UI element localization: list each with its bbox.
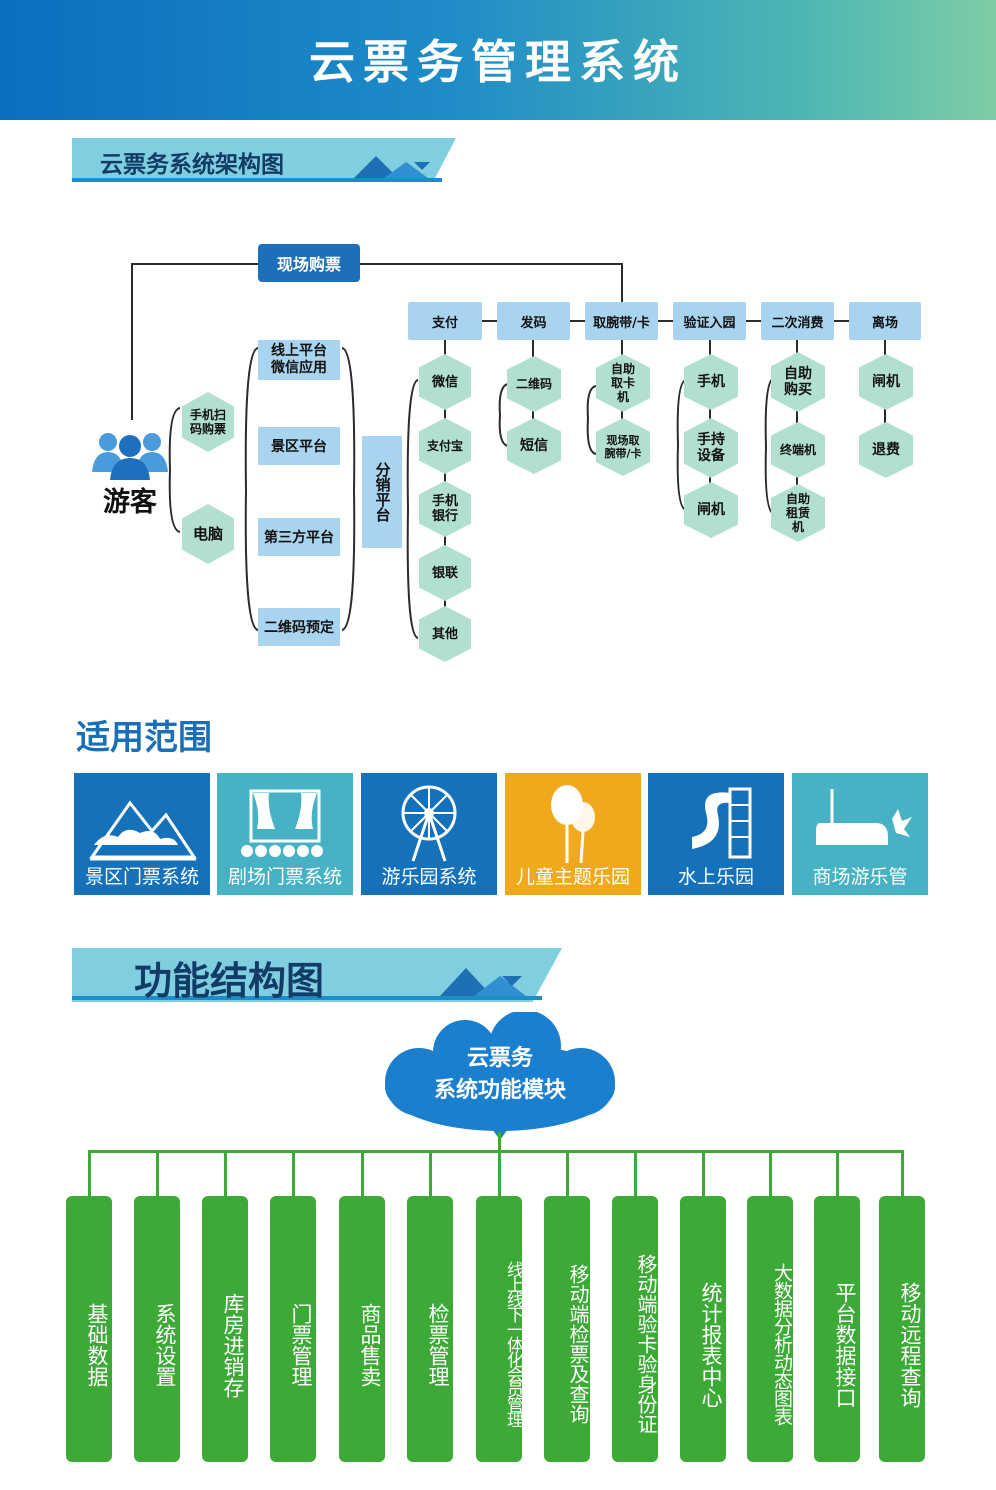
verify-handheld: 手持设备 [684, 418, 738, 478]
module-ticket-management: 门票管理 [270, 1196, 316, 1462]
scope-tile-label: 景区门票系统 [84, 866, 199, 888]
cloud-title-line2: 系统功能模块 [433, 1078, 566, 1103]
platform-qr-reservation: 二维码预定 [258, 608, 340, 646]
code-qr: 二维码 [507, 356, 561, 412]
module-connector [429, 1152, 432, 1198]
module-connector [156, 1152, 159, 1198]
theater-icon [241, 789, 323, 857]
platform-scenic: 景区平台 [258, 427, 340, 465]
scope-tile-label: 水上乐园 [677, 866, 754, 888]
scope-tile-kids: 儿童主题乐园 [505, 773, 641, 895]
visitor-label: 游客 [103, 486, 157, 518]
scope-section-title: 适用范围 [76, 718, 212, 758]
channel-mobile-scan: 手机扫码购票 [182, 392, 234, 452]
module-connector [224, 1152, 227, 1198]
scope-tile-label: 商场游乐管 [812, 866, 908, 888]
module-big-data-charts: 大数据分析动态图表 [747, 1196, 793, 1462]
function-section-title: 功能结构图 [134, 959, 325, 1003]
page-title: 云票务管理系统 [309, 35, 687, 89]
pay-mobile-bank: 手机银行 [419, 481, 471, 537]
pay-alipay: 支付宝 [419, 418, 471, 474]
visitor-group-icon [92, 433, 168, 480]
water-slide-icon [692, 787, 752, 859]
pay-unionpay: 银联 [419, 545, 471, 601]
bumper-car-icon [816, 789, 912, 845]
spend-rental-machine: 自助租赁机 [771, 484, 825, 542]
function-section-banner: 功能结构图 [72, 948, 562, 1003]
cloud-title-line1: 云票务 [466, 1046, 533, 1071]
module-merchandise-sales: 商品售卖 [339, 1196, 385, 1462]
module-connector [901, 1152, 904, 1198]
mountain-decoration-icon [354, 156, 430, 178]
module-connector-stem [498, 1132, 501, 1154]
module-connector [566, 1152, 569, 1198]
exit-gate: 闸机 [859, 354, 913, 410]
module-mobile-remote-query: 移动远程查询 [879, 1196, 925, 1462]
scope-tile-mall: 商场游乐管 [792, 773, 928, 895]
module-connector-bar [88, 1150, 904, 1153]
verify-mobile: 手机 [684, 354, 738, 410]
module-connector [292, 1152, 295, 1198]
pay-other: 其他 [419, 606, 471, 662]
module-ticket-check-management: 检票管理 [407, 1196, 453, 1462]
channel-computer: 电脑 [182, 504, 234, 564]
balloon-icon [551, 785, 595, 864]
module-platform-data-api: 平台数据接口 [814, 1196, 860, 1462]
mountain-decoration-icon [440, 968, 526, 996]
module-connector [634, 1152, 637, 1198]
platform-third-party: 第三方平台 [258, 518, 340, 556]
scope-tile-label: 剧场门票系统 [227, 866, 342, 888]
step-pay: 支付 [408, 302, 482, 340]
pay-wechat: 微信 [419, 354, 471, 410]
module-report-center: 统计报表中心 [680, 1196, 726, 1462]
platform-wechat: 线上平台微信应用 [258, 340, 340, 380]
scope-tile-label: 儿童主题乐园 [515, 866, 630, 888]
verify-gate: 闸机 [684, 482, 738, 538]
wristband-on-site: 现场取腕带/卡 [596, 418, 650, 476]
scope-tile-scenic: 景区门票系统 [74, 773, 210, 895]
module-connector [88, 1152, 91, 1198]
module-mobile-card-id-verify: 移动端验卡验身份证 [612, 1196, 658, 1462]
module-connector [498, 1152, 501, 1198]
scope-tile-label: 游乐园系统 [381, 866, 477, 888]
scope-tile-water: 水上乐园 [648, 773, 784, 895]
module-connector [836, 1152, 839, 1198]
exit-refund: 退费 [859, 422, 913, 478]
step-secondary-spend: 二次消费 [761, 302, 834, 340]
module-connector [702, 1152, 705, 1198]
spend-terminal: 终端机 [771, 422, 825, 478]
cloud-icon [385, 1012, 615, 1140]
module-connector [361, 1152, 364, 1198]
architecture-connectors [131, 263, 886, 639]
step-collect-wristband: 取腕带/卡 [585, 302, 658, 340]
distribution-platform: 分销平台 [362, 436, 402, 548]
ferris-wheel-icon [401, 785, 457, 862]
header-banner: 云票务管理系统 [0, 0, 996, 120]
scope-tile-theater: 剧场门票系统 [217, 773, 353, 895]
code-sms: 短信 [507, 418, 561, 474]
scope-tile-amusement: 游乐园系统 [361, 773, 497, 895]
on-site-purchase-box: 现场购票 [258, 244, 360, 282]
architecture-section-banner: 云票务系统架构图 [72, 138, 456, 182]
module-mobile-check-query: 移动端检票及查询 [544, 1196, 590, 1462]
architecture-section-title: 云票务系统架构图 [100, 152, 284, 178]
module-basic-data: 基础数据 [66, 1196, 112, 1462]
module-connector [769, 1152, 772, 1198]
step-issue-code: 发码 [497, 302, 570, 340]
mountain-icon [89, 800, 197, 861]
module-system-settings: 系统设置 [134, 1196, 180, 1462]
step-verify-entry: 验证入园 [673, 302, 746, 340]
module-member-management: 线上线下一体化会员管理 [476, 1196, 523, 1462]
module-inventory: 库房进销存 [202, 1196, 248, 1462]
wristband-self-service-machine: 自助取卡机 [596, 354, 650, 412]
spend-self-purchase: 自助购买 [771, 352, 825, 412]
step-exit: 离场 [849, 302, 921, 340]
